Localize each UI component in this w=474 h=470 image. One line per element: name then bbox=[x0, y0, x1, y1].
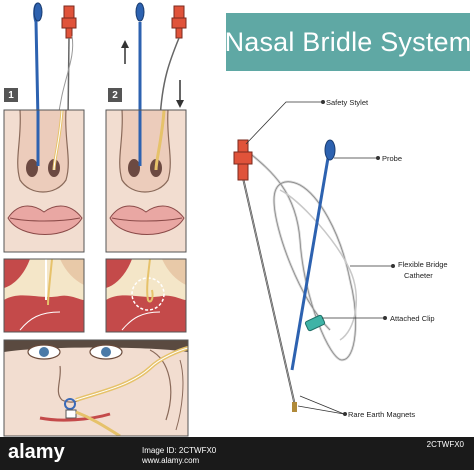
main-device-diagram bbox=[233, 139, 358, 412]
step2-device bbox=[121, 2, 187, 121]
watermark-footer bbox=[0, 437, 474, 470]
panel-5-patient-face bbox=[4, 340, 188, 436]
watermark-url: www.alamy.com bbox=[142, 456, 200, 465]
watermark-brand: alamy bbox=[8, 441, 65, 463]
watermark-info: Image ID: 2CTWFX0 www.alamy.com bbox=[142, 446, 216, 466]
panel-4-internal bbox=[106, 259, 186, 332]
watermark-image-id: Image ID: 2CTWFX0 bbox=[142, 446, 217, 455]
label-catheter: Catheter bbox=[404, 271, 433, 280]
callout-lines bbox=[245, 100, 395, 416]
watermark-id-corner: 2CTWFX0 bbox=[426, 440, 464, 449]
panel-3-internal bbox=[4, 259, 84, 332]
label-rare-earth-magnets: Rare Earth Magnets bbox=[348, 410, 416, 419]
label-safety-stylet: Safety Stylet bbox=[326, 98, 369, 107]
title-banner: Nasal Bridle System bbox=[224, 13, 472, 71]
page-title: Nasal Bridle System bbox=[224, 26, 472, 57]
label-flexible-bridge: Flexible Bridge bbox=[398, 260, 448, 269]
panel-1-nose bbox=[4, 110, 84, 252]
step1-device bbox=[33, 2, 77, 121]
label-probe: Probe bbox=[382, 154, 403, 163]
label-attached-clip: Attached Clip bbox=[390, 314, 435, 323]
step-2-badge: 2 bbox=[108, 88, 122, 102]
step-1-badge: 1 bbox=[4, 88, 18, 102]
panel-2-nose bbox=[106, 110, 186, 252]
